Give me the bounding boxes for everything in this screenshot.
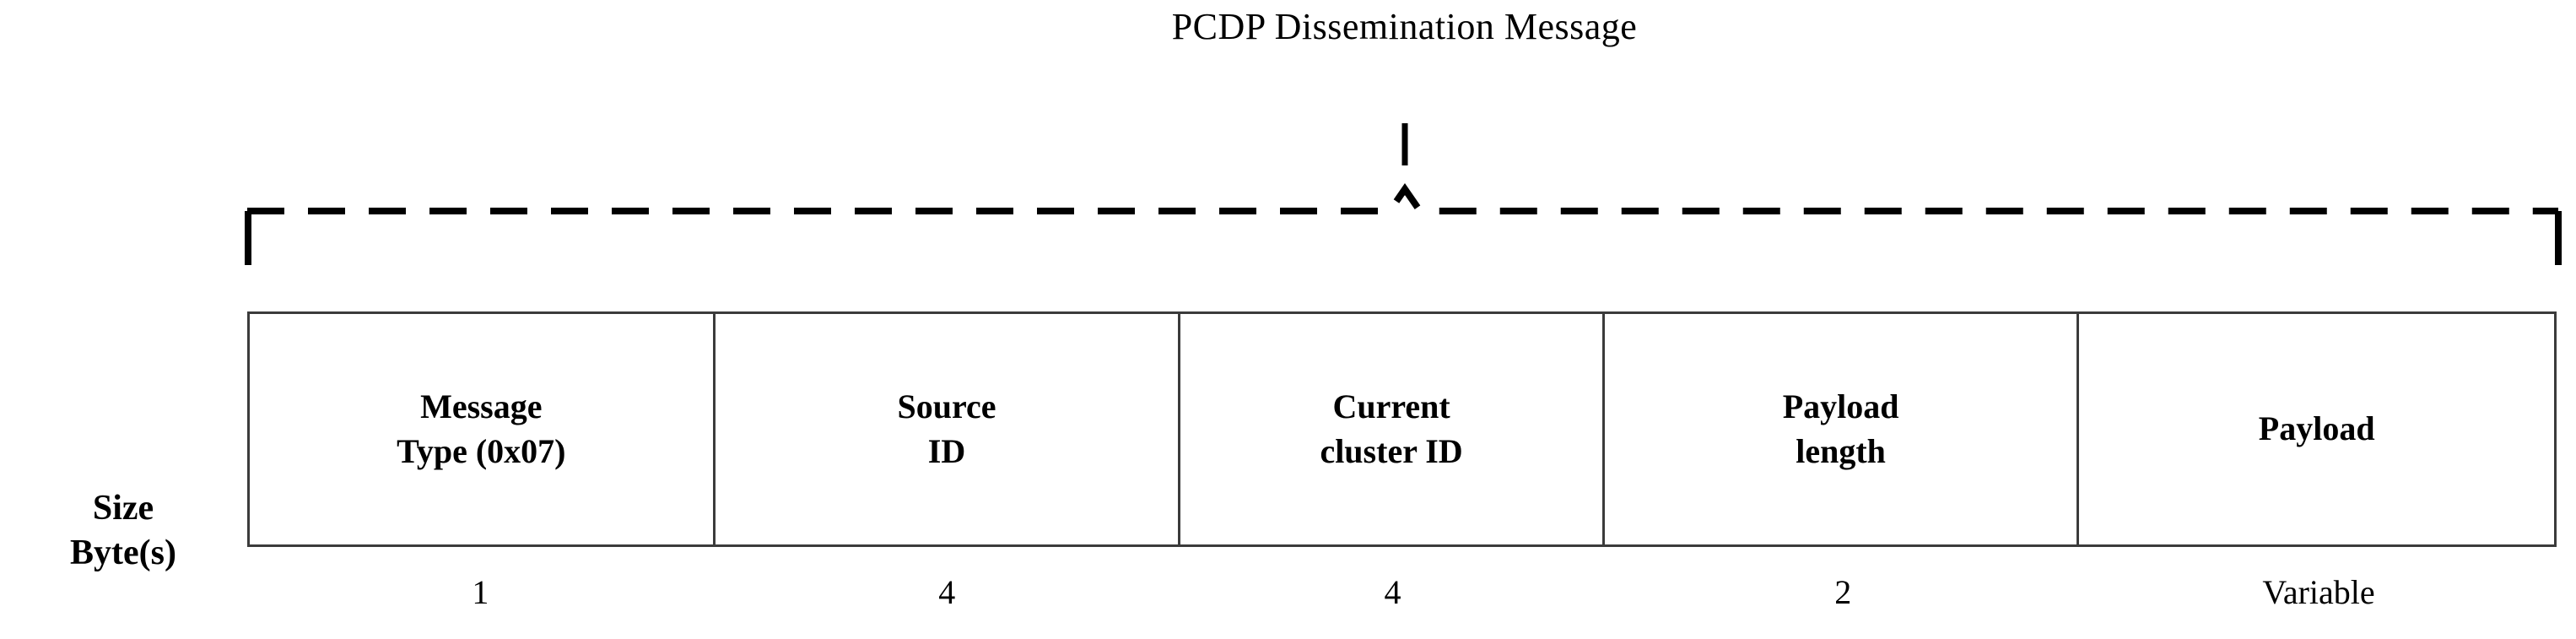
field-cell-message-type: Message Type (0x07)	[250, 314, 716, 544]
field-label-payload: Payload	[2258, 409, 2375, 448]
page-title-text: PCDP Dissemination Message	[1171, 6, 1638, 47]
size-value-message-type: 1	[472, 573, 489, 611]
field-label-message-type: Message Type (0x07)	[397, 387, 566, 470]
field-label-current-cluster-id: Current cluster ID	[1320, 387, 1463, 470]
field-cell-payload: Payload	[2079, 314, 2554, 544]
size-bytes-label: Size Byte(s)	[5, 486, 241, 575]
size-value-payload: Variable	[2262, 573, 2375, 611]
field-cell-payload-length: Payload length	[1605, 314, 2080, 544]
span-bracket	[240, 116, 2565, 273]
field-cell-current-cluster-id: Current cluster ID	[1180, 314, 1605, 544]
span-bracket-svg	[245, 123, 2562, 265]
page-title: PCDP Dissemination Message	[0, 5, 2576, 48]
field-label-payload-length: Payload length	[1782, 387, 1899, 470]
field-label-source-id: Source ID	[897, 387, 996, 470]
size-bytes-label-line1: Size	[92, 489, 154, 528]
size-value-source-id: 4	[938, 573, 956, 611]
size-value-payload-length: 2	[1834, 573, 1852, 611]
packet-field-table: Message Type (0x07) Source ID Current cl…	[247, 311, 2557, 547]
field-cell-source-id: Source ID	[716, 314, 1181, 544]
bracket-dashed-path	[247, 182, 2558, 214]
size-value-current-cluster-id: 4	[1384, 573, 1401, 611]
size-row: 1 4 4 2 Variable	[247, 554, 2557, 621]
size-bytes-label-line2: Byte(s)	[70, 533, 176, 572]
